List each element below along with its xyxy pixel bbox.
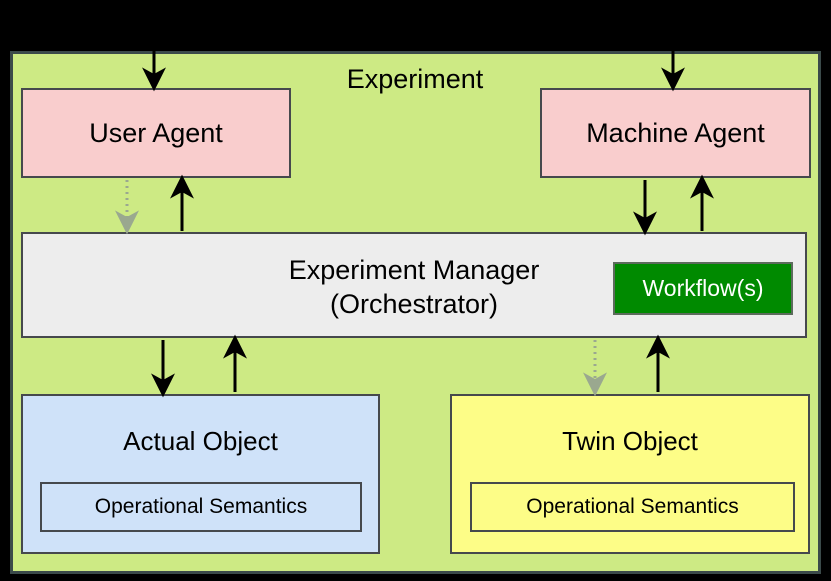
node-twin-object-label: Twin Object bbox=[562, 426, 698, 456]
node-experiment-manager-title: Experiment Manager (Orchestrator) bbox=[23, 253, 805, 321]
node-machine-agent-label: Machine Agent bbox=[586, 117, 765, 148]
node-twin-object-operational-semantics[interactable]: Operational Semantics bbox=[470, 482, 795, 532]
experiment-title: Experiment bbox=[346, 64, 484, 94]
node-workflow-label: Workflow(s) bbox=[642, 275, 764, 301]
node-machine-agent[interactable]: Machine Agent bbox=[540, 88, 811, 178]
node-experiment-manager-label-line1: Experiment Manager bbox=[288, 255, 540, 285]
node-twin-object[interactable]: Twin Object Operational Semantics bbox=[450, 394, 810, 554]
node-experiment-manager[interactable]: Experiment Manager (Orchestrator) Workfl… bbox=[21, 232, 807, 338]
node-actual-object[interactable]: Actual Object Operational Semantics bbox=[21, 394, 380, 554]
node-user-agent-label: User Agent bbox=[89, 117, 223, 148]
node-actual-object-label: Actual Object bbox=[123, 426, 278, 456]
node-user-agent[interactable]: User Agent bbox=[21, 88, 291, 178]
node-actual-object-operational-semantics[interactable]: Operational Semantics bbox=[40, 482, 362, 532]
node-workflow[interactable]: Workflow(s) bbox=[613, 262, 793, 315]
node-experiment-manager-label-line2: (Orchestrator) bbox=[329, 289, 499, 319]
node-actual-object-operational-semantics-label: Operational Semantics bbox=[94, 495, 308, 518]
node-twin-object-operational-semantics-label: Operational Semantics bbox=[526, 495, 739, 518]
